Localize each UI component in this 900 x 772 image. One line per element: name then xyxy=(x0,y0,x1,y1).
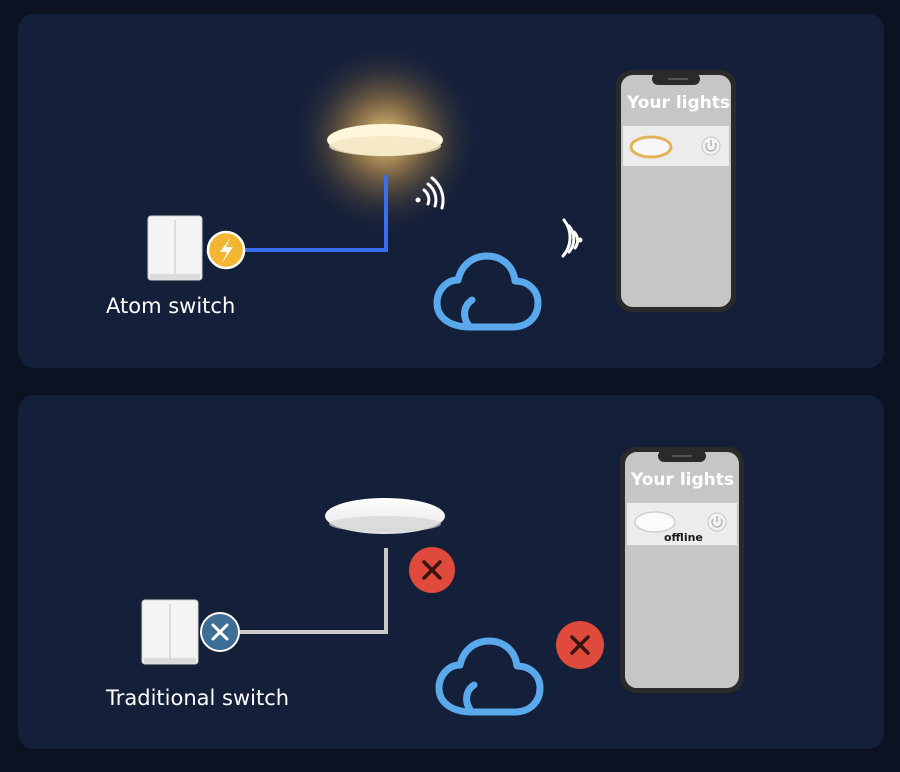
power-icon xyxy=(701,136,721,156)
close-icon xyxy=(556,621,604,669)
close-icon xyxy=(409,547,455,593)
lightning-icon xyxy=(206,230,246,270)
inactive-wire xyxy=(240,548,388,634)
traditional-switch-label: Traditional switch xyxy=(106,686,290,710)
wifi-icon xyxy=(561,218,583,258)
ceiling-light-off xyxy=(325,498,445,534)
ceiling-light-on xyxy=(327,124,443,156)
traditional-switch-device xyxy=(141,599,199,665)
light-status-offline: offline xyxy=(664,531,703,544)
active-wire xyxy=(242,175,388,252)
atom-switch-label: Atom switch xyxy=(106,294,236,318)
phone-title: Your lights xyxy=(627,93,731,113)
close-icon xyxy=(200,612,240,652)
power-icon xyxy=(707,512,727,532)
atom-switch-device xyxy=(147,215,203,281)
wifi-icon xyxy=(415,176,445,210)
smartphone xyxy=(620,447,744,693)
phone-title: Your lights xyxy=(631,470,735,490)
smartphone xyxy=(616,70,736,312)
cloud-icon xyxy=(435,637,544,716)
cloud-icon xyxy=(433,252,542,331)
